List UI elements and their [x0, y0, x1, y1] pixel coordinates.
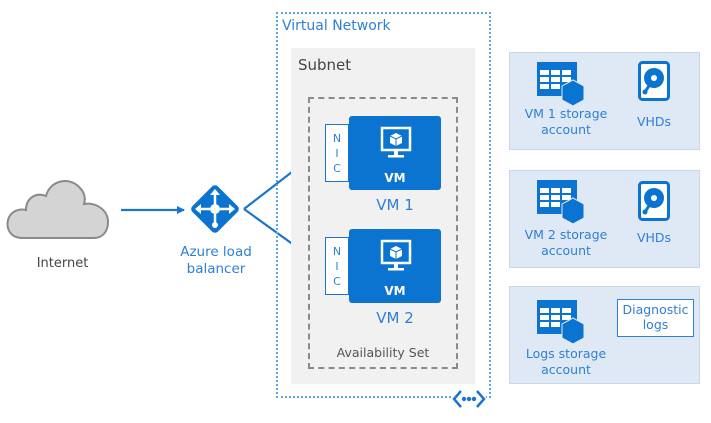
logs-storage-label: Logs storage account [518, 346, 614, 378]
diagnostic-logs-box[interactable]: Diagnostic logs [617, 299, 694, 337]
availability-set-boundary [308, 97, 458, 369]
nic-letter: C [333, 161, 341, 175]
vm2-storage-label-line2: account [541, 243, 591, 258]
hard-disk-icon[interactable] [638, 61, 670, 101]
nic-vm2[interactable]: N I C [325, 237, 349, 295]
diagnostic-logs-label-line1: Diagnostic [622, 302, 689, 317]
nic-letter: C [333, 274, 341, 288]
vm1-storage-label-line1: VM 1 storage [524, 106, 608, 121]
nic-letter: N [332, 131, 342, 145]
virtual-machine-icon [380, 239, 412, 271]
vm2-tile-label: VM [384, 284, 406, 298]
subnet-boundary [291, 48, 475, 384]
vm2-vhds-label: VHDs [636, 230, 672, 245]
vm1-tile-label: VM [384, 171, 406, 185]
load-balancer-label: Azure load balancer [168, 244, 264, 278]
nic-letter: N [332, 244, 342, 258]
nic-letter: I [335, 259, 339, 273]
availability-set-label: Availability Set [336, 345, 430, 360]
nic-letter: I [335, 146, 339, 160]
hard-disk-icon[interactable] [638, 181, 670, 221]
virtual-network-label: Virtual Network [282, 18, 391, 34]
virtual-machine-icon [380, 126, 412, 158]
vm1-storage-label-line2: account [541, 122, 591, 137]
vm1-vhds-label: VHDs [636, 114, 672, 129]
diagnostic-logs-label-line2: logs [642, 317, 669, 332]
load-balancer-label-line2: balancer [186, 261, 246, 277]
storage-account-icon[interactable] [537, 180, 589, 226]
cloud-icon [6, 180, 110, 239]
internet-label: Internet [36, 256, 89, 271]
vm2-storage-label-line1: VM 2 storage [524, 227, 608, 242]
vm1-name: VM 1 [376, 196, 414, 214]
vm2-name: VM 2 [376, 309, 414, 327]
vm2-storage-label: VM 2 storage account [518, 227, 614, 259]
logs-storage-label-line1: Logs storage [525, 346, 607, 361]
vm1-storage-label: VM 1 storage account [518, 106, 614, 138]
load-balancer-icon[interactable] [186, 180, 244, 238]
vm1-tile[interactable]: VM [349, 116, 441, 190]
storage-account-icon[interactable] [537, 62, 589, 108]
nic-vm1[interactable]: N I C [325, 124, 349, 182]
load-balancer-label-line1: Azure load [180, 244, 252, 260]
logs-storage-label-line2: account [541, 362, 591, 377]
subnet-label: Subnet [298, 56, 352, 74]
vm2-tile[interactable]: VM [349, 229, 441, 303]
storage-account-icon[interactable] [537, 300, 589, 346]
vnet-peering-icon [452, 388, 486, 410]
virtual-network-boundary [276, 12, 491, 398]
